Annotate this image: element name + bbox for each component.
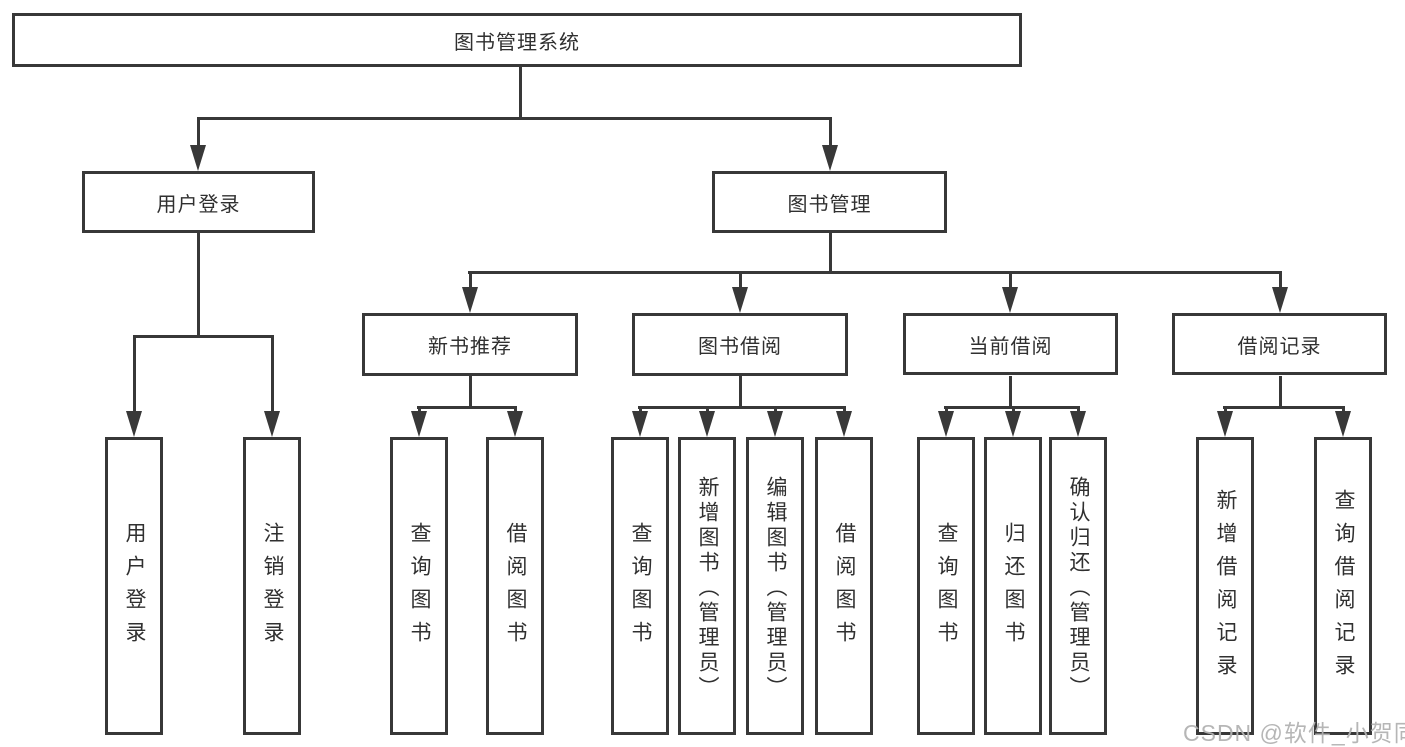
node-book-management: 图书管理: [712, 171, 947, 233]
arrowhead-down: [938, 411, 954, 437]
arrowhead-down: [462, 287, 478, 313]
connector-line: [197, 117, 832, 120]
arrowhead-down: [632, 411, 648, 437]
node-return-books: 归还图书: [984, 437, 1042, 735]
arrowhead-down: [1002, 287, 1018, 313]
node-confirm-return-admin: 确认归还（管理员）: [1049, 437, 1107, 735]
connector-line: [1279, 376, 1282, 408]
connector-line: [418, 406, 421, 413]
arrowhead-down: [507, 411, 523, 437]
connector-line: [1012, 406, 1015, 413]
node-query-borrow-record: 查询借阅记录: [1314, 437, 1372, 735]
node-query-books-current: 查询图书: [917, 437, 975, 735]
connector-line: [1224, 406, 1227, 413]
connector-line: [469, 271, 472, 289]
connector-line: [197, 117, 200, 147]
connector-line: [1009, 271, 1012, 289]
node-borrow-books-recommend: 借阅图书: [486, 437, 544, 735]
connector-line: [945, 406, 948, 413]
connector-line: [1009, 376, 1012, 408]
connector-line: [197, 233, 200, 337]
arrowhead-down: [1335, 411, 1351, 437]
connector-line: [1077, 406, 1080, 413]
connector-line: [1279, 271, 1282, 289]
connector-line: [133, 335, 274, 338]
node-root: 图书管理系统: [12, 13, 1022, 67]
arrowhead-down: [1272, 287, 1288, 313]
arrowhead-down: [1070, 411, 1086, 437]
connector-line: [1342, 406, 1345, 413]
arrowhead-down: [822, 145, 838, 171]
connector-line: [829, 117, 832, 147]
connector-line: [271, 335, 274, 413]
arrowhead-down: [699, 411, 715, 437]
node-add-borrow-record: 新增借阅记录: [1196, 437, 1254, 735]
watermark: CSDN @软件_小贺同学: [1183, 720, 1405, 746]
arrowhead-down: [732, 287, 748, 313]
connector-line: [1223, 406, 1345, 409]
connector-line: [739, 271, 742, 289]
arrowhead-down: [126, 411, 142, 437]
arrowhead-down: [411, 411, 427, 437]
node-user-login: 用户登录: [82, 171, 315, 233]
arrowhead-down: [1217, 411, 1233, 437]
connector-line: [469, 376, 472, 408]
connector-line: [739, 376, 742, 408]
node-book-borrow: 图书借阅: [632, 313, 848, 376]
node-new-book-recommend: 新书推荐: [362, 313, 578, 376]
arrowhead-down: [836, 411, 852, 437]
node-current-borrow: 当前借阅: [903, 313, 1118, 375]
node-borrow-books-leaf: 借阅图书: [815, 437, 873, 735]
connector-line: [638, 406, 846, 409]
arrowhead-down: [190, 145, 206, 171]
node-edit-books-admin: 编辑图书（管理员）: [746, 437, 804, 735]
connector-line: [829, 233, 832, 273]
arrowhead-down: [264, 411, 280, 437]
connector-line: [774, 406, 777, 413]
connector-line: [514, 406, 517, 413]
connector-line: [706, 406, 709, 413]
node-query-books-borrow: 查询图书: [611, 437, 669, 735]
node-logout-leaf: 注销登录: [243, 437, 301, 735]
node-user-login-leaf: 用户登录: [105, 437, 163, 735]
connector-line: [519, 67, 522, 119]
node-add-books-admin: 新增图书（管理员）: [678, 437, 736, 735]
node-query-books-recommend: 查询图书: [390, 437, 448, 735]
connector-line: [468, 271, 1282, 274]
connector-line: [133, 335, 136, 413]
node-borrow-records: 借阅记录: [1172, 313, 1387, 375]
arrowhead-down: [1005, 411, 1021, 437]
connector-line: [417, 406, 517, 409]
connector-line: [843, 406, 846, 413]
arrowhead-down: [767, 411, 783, 437]
connector-line: [639, 406, 642, 413]
